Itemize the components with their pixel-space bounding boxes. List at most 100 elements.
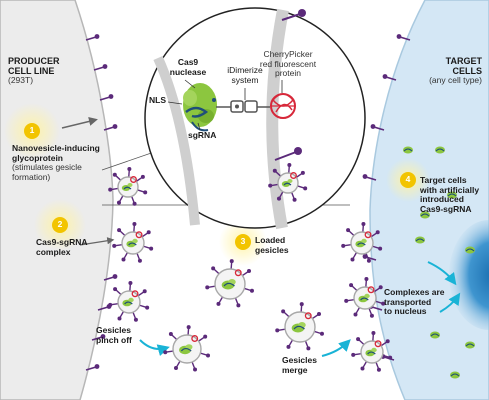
glycoprotein-arrow	[61, 117, 98, 129]
complex-arrow	[79, 237, 115, 246]
gesicles	[108, 163, 393, 372]
producer-title: PRODUCER CELL LINE (293T)	[8, 56, 60, 86]
gesicle	[341, 222, 383, 263]
cas9-label-line2: nuclease	[169, 66, 207, 77]
glycoprotein-spike	[85, 34, 100, 41]
cas9-complex	[435, 146, 445, 154]
step-4-line2: with artificially	[420, 184, 480, 195]
step-badge-1	[24, 123, 40, 139]
producer-title-line2: CELL LINE	[8, 66, 55, 77]
pinch-arrow	[139, 339, 170, 356]
step-badge-2	[52, 217, 68, 233]
nls-label: NLS	[149, 95, 166, 105]
merge-label-line2: merge	[282, 364, 308, 375]
pinch-label: Gesicles pinch off	[96, 325, 132, 345]
step-2-line2: complex	[36, 246, 71, 257]
cas9-nuclease-shape	[183, 83, 217, 132]
step-badge-3	[235, 234, 251, 250]
cas9-complex	[403, 146, 413, 154]
step-number-2: 2	[57, 219, 63, 229]
zoom-membrane-right	[266, 8, 306, 230]
gesicle	[351, 331, 393, 372]
producer-subtitle: (293T)	[8, 75, 34, 86]
transport-label-line3: to nucleus	[384, 306, 427, 317]
target-title: TARGET CELLS (any cell type)	[420, 56, 482, 86]
glycoprotein-spike	[93, 64, 108, 71]
target-subtitle: (any cell type)	[429, 75, 482, 86]
step-number-4: 4	[405, 174, 411, 184]
cytoplasm-complexes	[403, 146, 475, 379]
step-number-1: 1	[29, 125, 35, 135]
step-4-line3: introduced	[420, 194, 464, 205]
target-title-line1: TARGET	[445, 56, 482, 66]
gesicle	[108, 281, 150, 322]
idimerize-label-line1: iDimerize	[227, 65, 263, 75]
step-2-text: Cas9-sgRNA complex	[36, 237, 88, 257]
step-2-line1: Cas9-sgRNA	[36, 237, 88, 247]
sgrna-label: sgRNA	[188, 130, 217, 140]
step-1-sub2: formation)	[12, 171, 51, 182]
step-1-text: Nanovesicle-inducing glycoprotein (stimu…	[12, 143, 100, 182]
glycoprotein-spike	[103, 124, 118, 131]
merge-label: Gesicles merge	[282, 355, 317, 375]
glycoprotein-spike	[396, 34, 411, 41]
cas9-complex	[447, 191, 457, 199]
merge-label-line1: Gesicles	[282, 355, 317, 365]
gesicle	[205, 259, 254, 308]
merge-arrow	[321, 339, 351, 357]
cas9-complex	[420, 211, 430, 219]
step-3-text: Loaded gesicles	[255, 235, 289, 255]
cherrypicker-shape	[270, 93, 296, 119]
transport-label-line1: Complexes are	[384, 287, 445, 297]
cas9-complex	[450, 371, 460, 379]
step-3-line2: gesicles	[255, 244, 289, 255]
step-1-line1: Nanovesicle-inducing	[12, 143, 100, 153]
step-badge-4	[400, 172, 416, 188]
glycoprotein-spike	[370, 124, 385, 131]
gesicle	[112, 222, 154, 263]
idimerize-label: iDimerize system	[222, 65, 268, 85]
gesicle	[268, 163, 308, 202]
step-4-text: Target cells with artificially introduce…	[420, 175, 480, 214]
step-4-line4: Cas9-sgRNA	[420, 203, 472, 214]
gesicle	[163, 325, 211, 372]
idimerize-linker	[216, 100, 270, 113]
glycoprotein-spike	[91, 334, 106, 341]
cherrypicker-label: CherryPicker red fluorescent protein	[255, 49, 321, 79]
step-1-sub1: (stimulates gesicle	[12, 162, 82, 173]
idimerize-label-line2: system	[231, 74, 259, 85]
transport-label-line2: transported	[384, 296, 432, 307]
cas9-complex	[430, 331, 440, 339]
gesicle	[344, 277, 386, 318]
cas9-complex	[465, 246, 475, 254]
cherrypicker-label-line2: red fluorescent	[259, 58, 317, 69]
step-1-line2: glycoprotein	[12, 152, 64, 163]
zoom-membrane-left	[153, 55, 200, 226]
pinch-label-line2: pinch off	[96, 334, 132, 345]
cas9-label-line1: Cas9	[177, 57, 199, 67]
step-number-3: 3	[240, 236, 246, 246]
transport-arrow-1	[427, 261, 457, 286]
transport-label: Complexes are transported to nucleus	[384, 287, 445, 317]
cas9-label: Cas9 nuclease	[168, 57, 208, 77]
glycoprotein-spike	[103, 274, 118, 281]
target-title-line2: CELLS	[452, 66, 482, 77]
glycoprotein-spike	[382, 74, 397, 81]
step-3-line1: Loaded	[255, 235, 286, 245]
glycoprotein-spike	[99, 94, 114, 101]
cherrypicker-label-line1: CherryPicker	[263, 49, 313, 59]
producer-title-line1: PRODUCER	[8, 56, 60, 66]
glycoprotein-spike	[85, 364, 100, 371]
cherrypicker-label-line3: protein	[275, 68, 301, 79]
gesicle	[275, 302, 324, 351]
gesicle	[108, 167, 148, 206]
step-4-line1: Target cells	[420, 175, 467, 185]
zoom-inset	[144, 7, 366, 229]
transport-arrow-2	[439, 292, 461, 313]
cas9-complex	[415, 236, 425, 244]
glycoprotein-spike	[362, 174, 377, 181]
pinch-label-line1: Gesicles	[96, 325, 131, 335]
cas9-complex	[465, 341, 475, 349]
